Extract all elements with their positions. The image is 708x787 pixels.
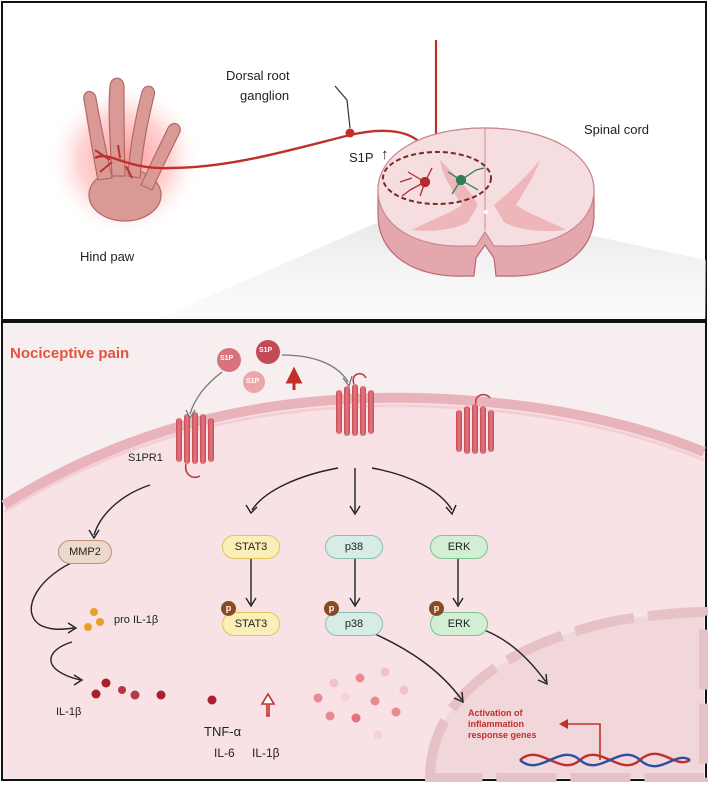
- signaling-arrows: [30, 467, 548, 704]
- drg-label-line2: ganglion: [240, 88, 290, 103]
- drg-callout-line: [334, 85, 351, 129]
- s1p-to-center-arrow: [281, 354, 349, 383]
- nucleus: [424, 606, 708, 783]
- s1p-up-arrow: ↑: [381, 146, 389, 163]
- hind-paw-illustration: [83, 77, 181, 222]
- phospho-badge-p38: p: [324, 601, 339, 616]
- stat3-phospho-node: STAT3: [222, 612, 280, 636]
- dorsal-horn-neuron-green: [447, 167, 485, 195]
- receptor-s1pr1: [176, 412, 214, 479]
- phospho-badge-stat3: p: [221, 601, 236, 616]
- release-increase-arrow: [260, 692, 276, 717]
- drg-label-line1: Dorsal root: [226, 68, 290, 83]
- erk-node: ERK: [430, 535, 488, 559]
- s1pr1-label: S1PR1: [128, 452, 163, 464]
- activation-label-line1: Activation of: [468, 708, 523, 718]
- il6-label: IL-6: [214, 746, 235, 760]
- drg-soma: [345, 128, 355, 138]
- s1p-molecule-1: [217, 348, 241, 372]
- s1p-to-s1pr1-arrow: [189, 371, 223, 415]
- il1b-bottom-label: IL-1β: [252, 746, 280, 760]
- erk-phospho-node: ERK: [430, 612, 488, 636]
- s1p-molecule-2: [256, 340, 280, 364]
- panel-title: Nociceptive pain: [10, 345, 130, 362]
- dorsal-horn-neuron-red: [399, 167, 433, 197]
- activation-label-line3: response genes: [468, 730, 537, 740]
- pro-il1b-label: pro IL-1β: [114, 614, 159, 626]
- activation-arrow: [562, 723, 601, 760]
- receptor-center: [336, 372, 374, 436]
- cell-membrane: [1, 392, 706, 510]
- s1p-increase-arrow: [285, 366, 303, 390]
- cytokine-cloud: [313, 667, 409, 740]
- dorsal-horn-highlight: [382, 151, 492, 205]
- s1p-molecule-label-1: S1P: [220, 355, 234, 362]
- receptor-right: [456, 393, 494, 454]
- nerve-endings: [94, 144, 133, 179]
- stat3-node: STAT3: [222, 535, 280, 559]
- s1p-molecule-label-2: S1P: [259, 347, 273, 354]
- spinal-cord-section: [377, 127, 595, 277]
- p38-phospho-node: p38: [325, 612, 383, 636]
- mmp2-node: MMP2: [58, 540, 112, 564]
- activation-label-line2: inflammation: [468, 719, 525, 729]
- s1p-label: S1P: [349, 150, 374, 165]
- phospho-badge-erk: p: [429, 601, 444, 616]
- s1p-molecule-3: [243, 371, 265, 393]
- hind-paw-label: Hind paw: [80, 249, 135, 264]
- tnfa-label: TNF-α: [204, 724, 242, 739]
- dna-helix: [519, 752, 691, 768]
- s1p-molecule-label-3: S1P: [246, 378, 260, 385]
- p38-node: p38: [325, 535, 383, 559]
- spinal-cord-label: Spinal cord: [584, 122, 650, 137]
- il1b-left-label: IL-1β: [56, 706, 82, 718]
